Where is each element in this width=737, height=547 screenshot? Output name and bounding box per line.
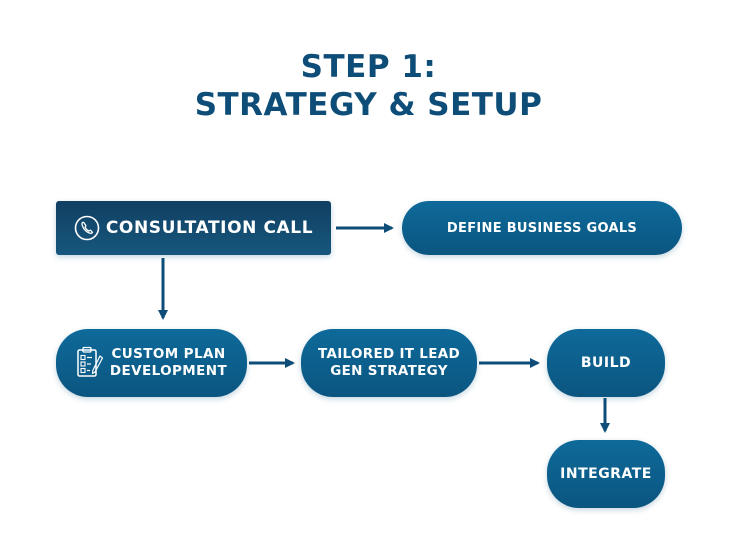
phone-icon bbox=[74, 215, 100, 241]
node-label-line1: TAILORED IT LEAD bbox=[318, 346, 460, 362]
clipboard-checklist-icon bbox=[76, 346, 104, 380]
node-label: CUSTOM PLAN DEVELOPMENT bbox=[110, 346, 227, 380]
node-label: BUILD bbox=[580, 355, 632, 371]
node-label: INTEGRATE bbox=[560, 466, 652, 482]
node-tailored-it-lead-gen-strategy: TAILORED IT LEAD GEN STRATEGY bbox=[301, 329, 477, 397]
node-consultation-call: CONSULTATION CALL bbox=[56, 201, 331, 255]
node-custom-plan-development: CUSTOM PLAN DEVELOPMENT bbox=[56, 329, 247, 397]
node-define-business-goals: DEFINE BUSINESS GOALS bbox=[402, 201, 682, 255]
node-label-line1: CUSTOM PLAN bbox=[111, 346, 226, 362]
title-step: STEP 1: bbox=[300, 49, 437, 85]
node-label: CONSULTATION CALL bbox=[105, 218, 314, 238]
node-build: BUILD bbox=[547, 329, 665, 397]
node-integrate: INTEGRATE bbox=[547, 440, 665, 508]
node-label-line2: GEN STRATEGY bbox=[330, 363, 448, 379]
node-label: TAILORED IT LEAD GEN STRATEGY bbox=[318, 346, 460, 380]
node-label-line2: DEVELOPMENT bbox=[109, 363, 228, 379]
node-label: DEFINE BUSINESS GOALS bbox=[446, 220, 638, 236]
title-strategy-setup: STRATEGY & SETUP bbox=[194, 87, 543, 123]
